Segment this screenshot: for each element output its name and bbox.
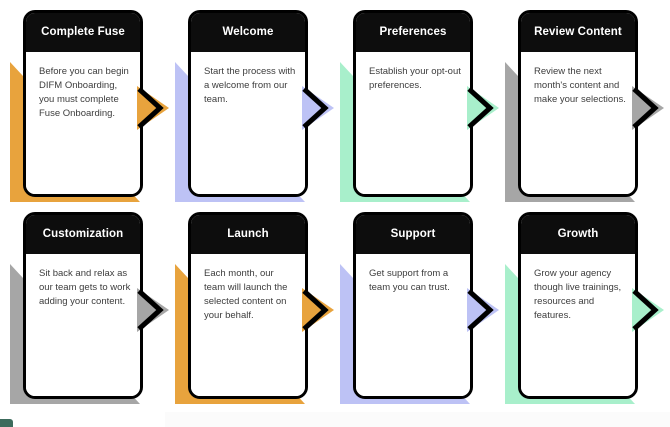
card-body: Get support from a team you can trust.	[356, 254, 470, 396]
chevron-right-icon	[630, 84, 668, 132]
card-description: Each month, our team will launch the sel…	[204, 268, 288, 321]
card-body: Grow your agency though live trainings, …	[521, 254, 635, 396]
bottom-panel-strip	[165, 412, 670, 427]
card-title: Customization	[42, 228, 124, 241]
chevron-right-icon	[135, 286, 173, 334]
card-title: Support	[390, 228, 436, 241]
card-body: Each month, our team will launch the sel…	[191, 254, 305, 396]
card-description: Establish your opt-out preferences.	[369, 66, 461, 91]
card-title: Launch	[227, 228, 269, 241]
card-header: Growth	[521, 215, 635, 254]
chevron-right-icon	[135, 84, 173, 132]
chevron-right-icon	[465, 286, 503, 334]
card-title: Growth	[557, 228, 599, 241]
card-header: Support	[356, 215, 470, 254]
card-header: Review Content	[521, 13, 635, 52]
card-header: Customization	[26, 215, 140, 254]
card-title: Welcome	[222, 26, 274, 39]
card-body: Sit back and relax as our team gets to w…	[26, 254, 140, 396]
chat-widget-nub[interactable]	[0, 419, 13, 427]
card-body: Establish your opt-out preferences.	[356, 52, 470, 194]
card-description: Sit back and relax as our team gets to w…	[39, 268, 131, 307]
card-title: Review Content	[534, 26, 622, 39]
card-description: Start the process with a welcome from ou…	[204, 66, 296, 105]
chevron-right-icon	[465, 84, 503, 132]
card-header: Complete Fuse	[26, 13, 140, 52]
chevron-right-icon	[300, 84, 338, 132]
card-header: Preferences	[356, 13, 470, 52]
card-body: Review the next month's content and make…	[521, 52, 635, 194]
card-description: Before you can begin DIFM Onboarding, yo…	[39, 66, 129, 119]
card-description: Grow your agency though live trainings, …	[534, 268, 622, 321]
card-body: Before you can begin DIFM Onboarding, yo…	[26, 52, 140, 194]
card-header: Launch	[191, 215, 305, 254]
card-description: Review the next month's content and make…	[534, 66, 626, 105]
chevron-right-icon	[630, 286, 668, 334]
card-description: Get support from a team you can trust.	[369, 268, 450, 293]
card-title: Preferences	[379, 26, 447, 39]
card-title: Complete Fuse	[41, 26, 125, 39]
chevron-right-icon	[300, 286, 338, 334]
card-header: Welcome	[191, 13, 305, 52]
card-body: Start the process with a welcome from ou…	[191, 52, 305, 194]
